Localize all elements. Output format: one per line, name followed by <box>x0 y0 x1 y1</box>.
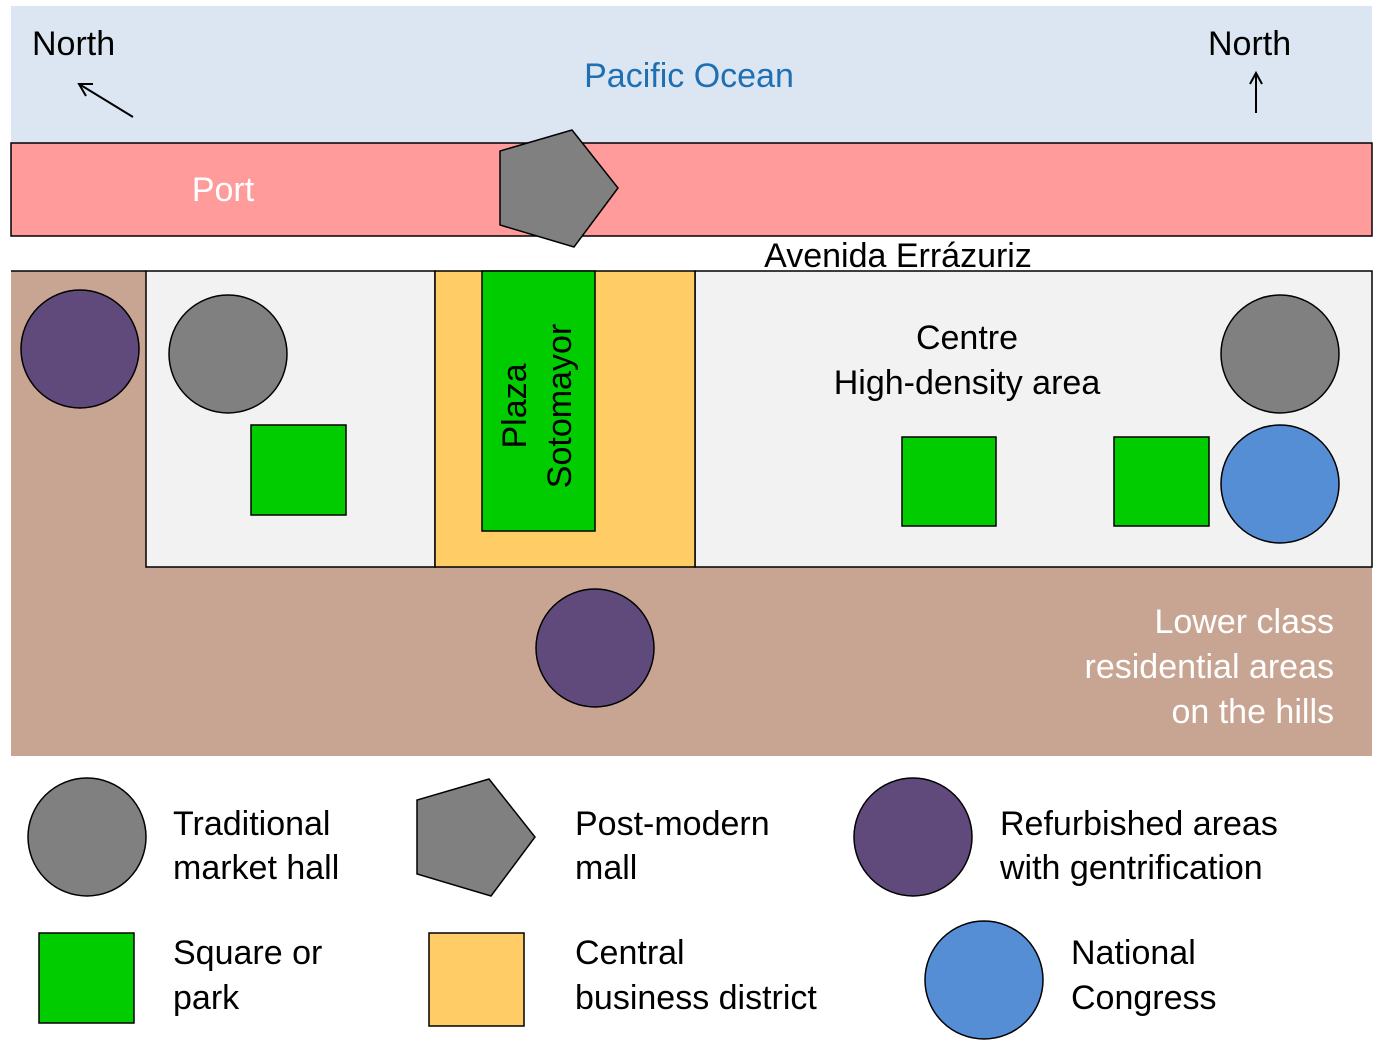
north-arrow-left-icon <box>77 83 134 118</box>
legend-refurbished-label-1: Refurbished areas <box>1000 805 1278 843</box>
avenue-label: Avenida Errázuriz <box>764 237 1032 275</box>
pacific-ocean-area <box>11 6 1372 143</box>
legend-refurbished-label-2: with gentrification <box>999 849 1263 887</box>
square-park-centre <box>901 436 997 527</box>
refurbished-area-south <box>535 588 655 708</box>
legend: Traditional market hall Post-modern mall… <box>27 777 1278 1040</box>
legend-market-hall-label-1: Traditional <box>173 805 330 843</box>
legend-market-hall-icon <box>27 777 147 897</box>
hills-label-line3: on the hills <box>1171 693 1334 731</box>
market-hall-west <box>168 294 288 414</box>
high-density-label: High-density area <box>834 364 1101 402</box>
market-hall-east <box>1220 294 1340 414</box>
legend-mall-label-2: mall <box>575 849 637 887</box>
legend-congress-icon <box>924 920 1044 1040</box>
north-label-left: North <box>32 25 115 63</box>
refurbished-area-west <box>20 289 140 409</box>
hills-area-bottom <box>11 567 1372 756</box>
square-park-east <box>1113 436 1210 527</box>
plaza-label: Plaza <box>496 363 534 448</box>
national-congress <box>1220 424 1340 544</box>
port-label: Port <box>192 171 255 209</box>
legend-refurbished-icon <box>853 777 973 897</box>
post-modern-mall <box>499 129 619 248</box>
port-area <box>10 142 1373 237</box>
ocean-label: Pacific Ocean <box>584 57 794 95</box>
legend-cbd-label-2: business district <box>575 979 817 1017</box>
legend-cbd-icon <box>428 932 525 1027</box>
legend-mall-icon <box>416 778 536 897</box>
sotomayor-label: Sotomayor <box>541 324 579 488</box>
legend-square-label-2: park <box>173 979 240 1017</box>
legend-cbd-label-1: Central <box>575 934 685 972</box>
legend-congress-label-1: National <box>1071 934 1196 972</box>
north-label-right: North <box>1208 25 1291 63</box>
square-park-west <box>250 424 347 516</box>
plaza-sotomayor <box>481 270 596 532</box>
legend-square-icon <box>38 932 135 1024</box>
hills-label-line2: residential areas <box>1085 648 1334 686</box>
north-arrow-right-icon <box>1249 70 1263 113</box>
legend-market-hall-label-2: market hall <box>173 849 339 887</box>
legend-mall-label-1: Post-modern <box>575 805 770 843</box>
legend-congress-label-2: Congress <box>1071 979 1217 1017</box>
centre-label: Centre <box>916 319 1018 357</box>
legend-square-label-1: Square or <box>173 934 322 972</box>
hills-label-line1: Lower class <box>1154 603 1334 641</box>
